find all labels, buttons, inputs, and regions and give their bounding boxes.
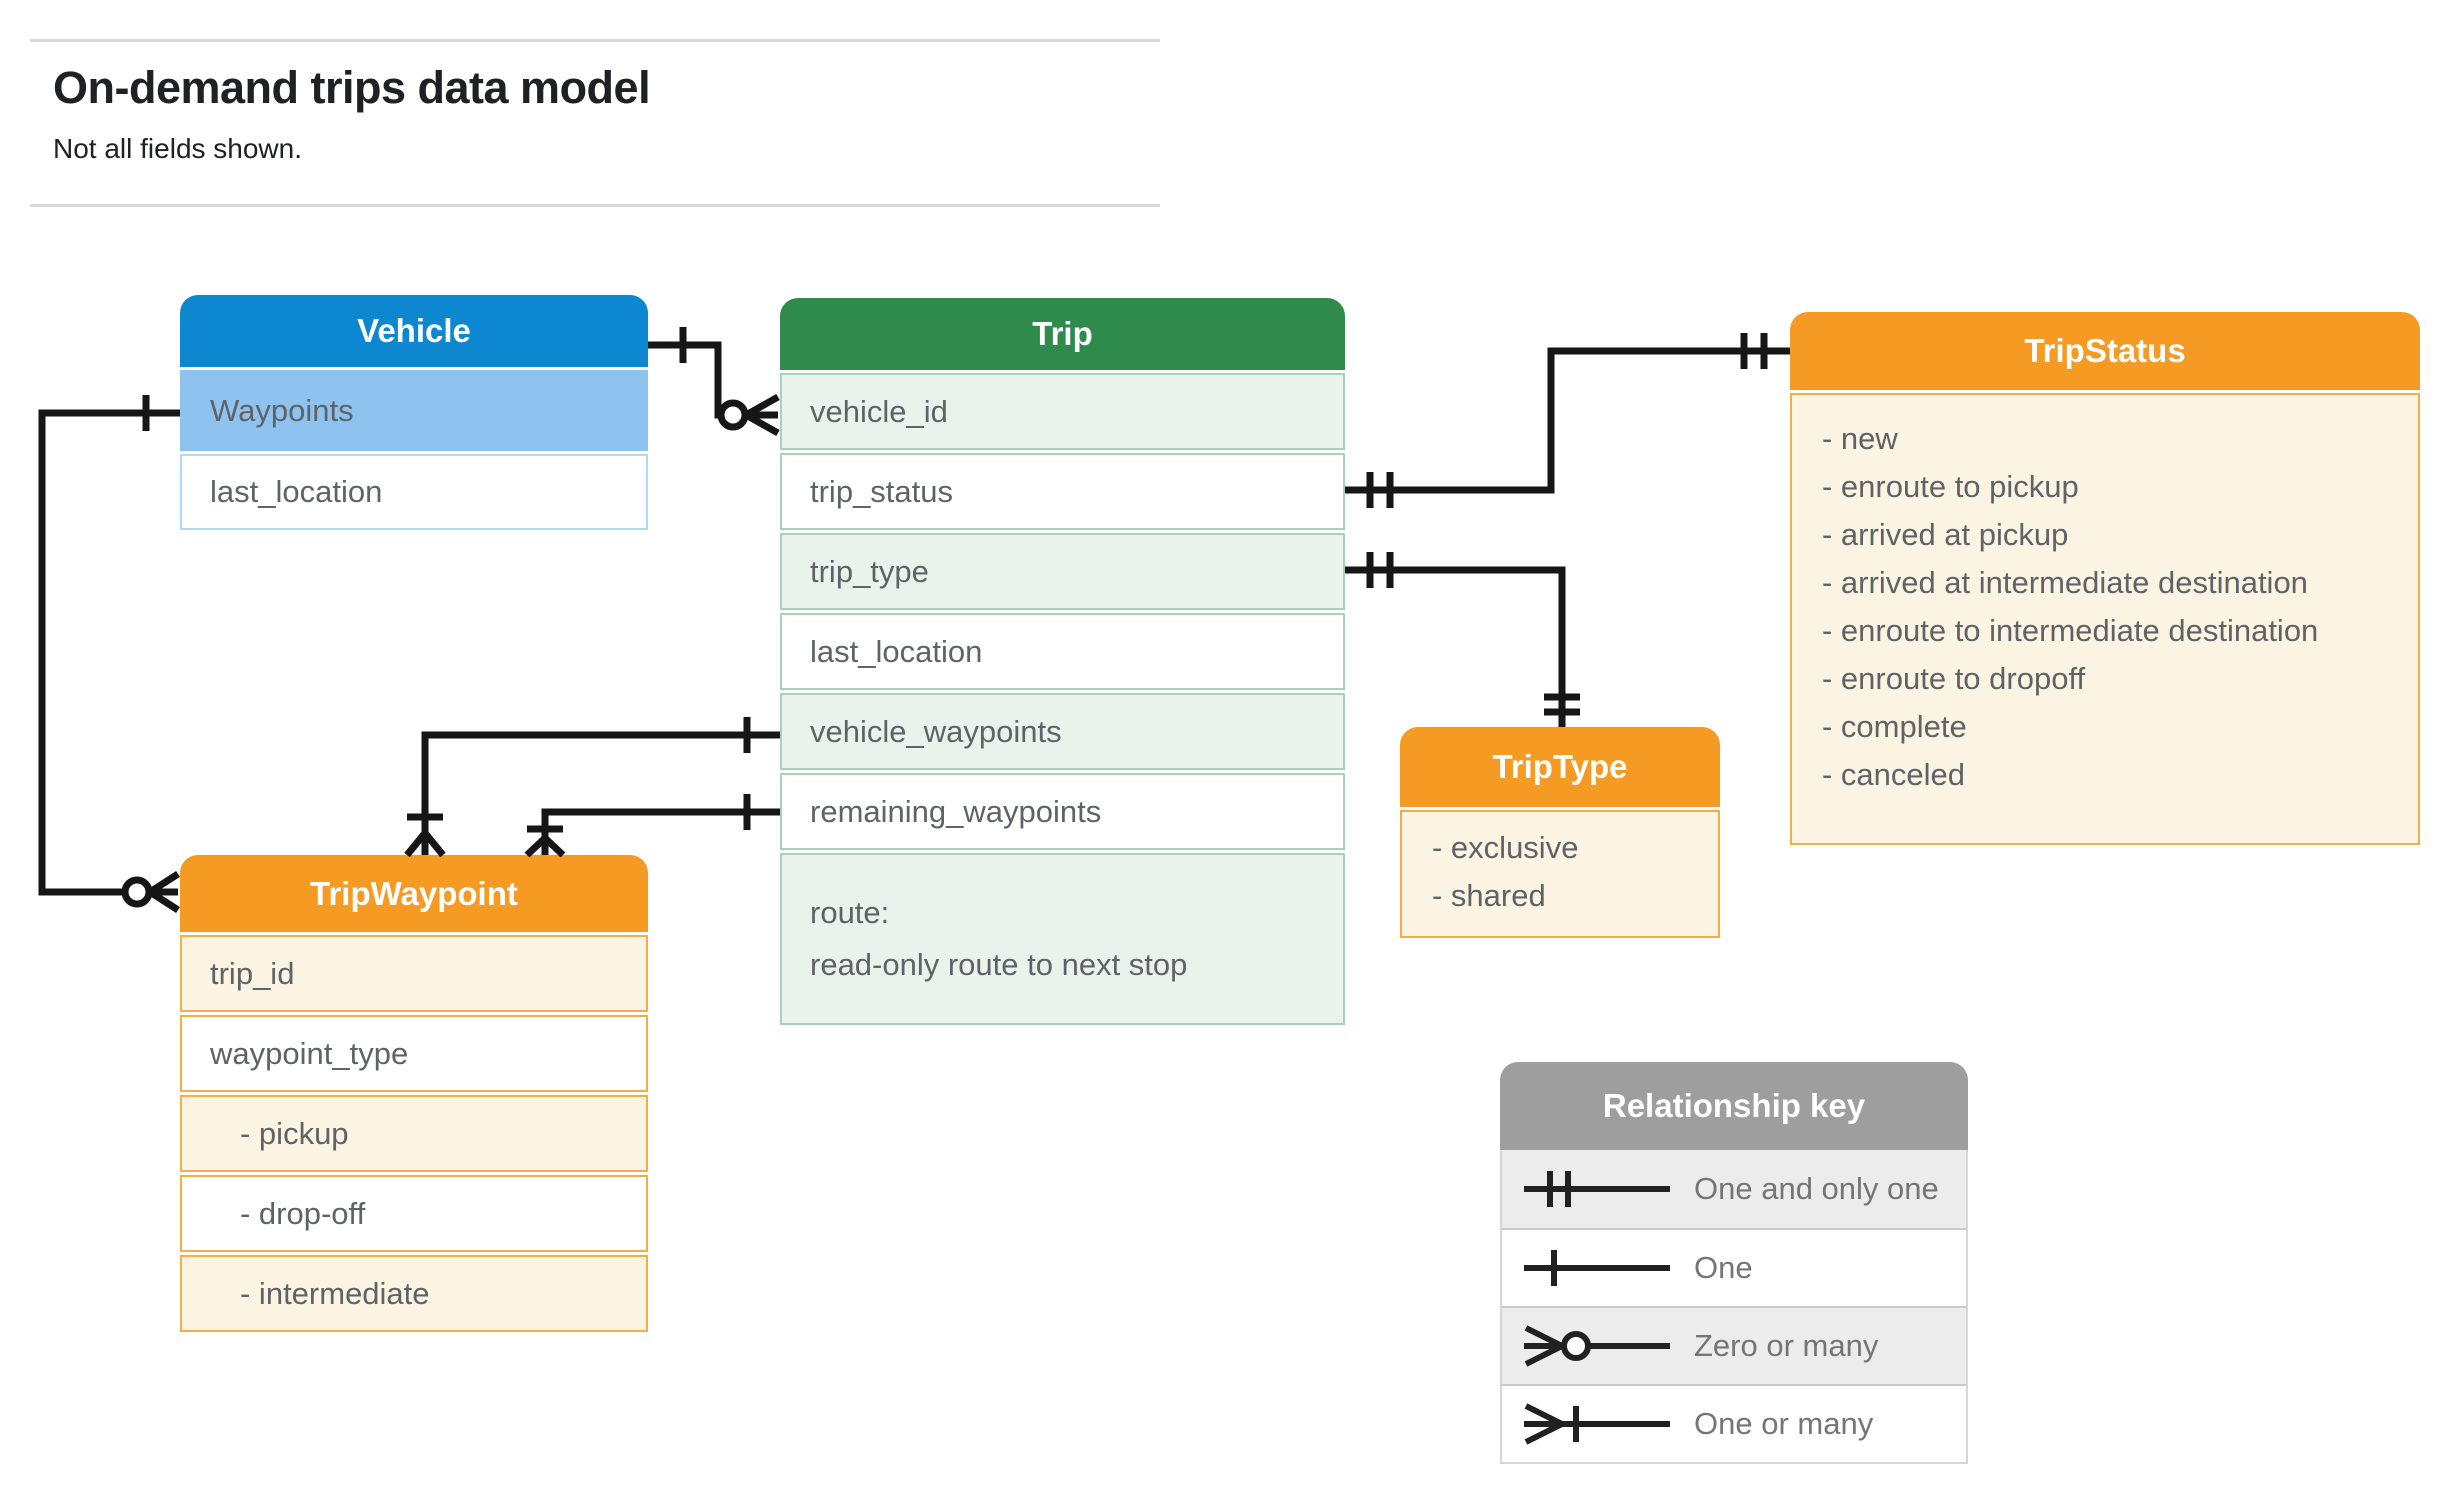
zero-or-many-icon — [1524, 1325, 1670, 1367]
field-description: read-only route to next stop — [810, 947, 1188, 982]
field-label: last_location — [210, 474, 383, 509]
enum-value: - drop-off — [240, 1195, 366, 1231]
divider-bottom — [30, 204, 1160, 207]
connector-vehicle-to-trip — [648, 327, 780, 437]
tripstatus-values: - new - enroute to pickup - arrived at p… — [1790, 393, 2420, 845]
legend-row-one-and-only-one: One and only one — [1502, 1150, 1966, 1228]
connector-vehicle-waypoints-to-tripwaypoint — [38, 395, 180, 913]
field-label: trip_id — [210, 955, 295, 991]
enum-value: - intermediate — [240, 1275, 430, 1311]
field-label: waypoint_type — [210, 1035, 409, 1071]
tripwaypoint-value-drop-off: - drop-off — [180, 1175, 648, 1252]
enum-value: - new — [1822, 421, 1898, 456]
field-label: vehicle_id — [810, 393, 948, 429]
entity-tripstatus: TripStatus - new - enroute to pickup - a… — [1790, 312, 2420, 845]
divider-top — [30, 39, 1160, 42]
legend-label: Zero or many — [1694, 1328, 1879, 1363]
entity-vehicle-title: Vehicle — [180, 295, 648, 367]
trip-field-remaining-waypoints: remaining_waypoints — [780, 773, 1345, 850]
entity-tripstatus-title: TripStatus — [1790, 312, 2420, 390]
tripwaypoint-value-intermediate: - intermediate — [180, 1255, 648, 1332]
enum-value: - enroute to intermediate destination — [1822, 613, 2319, 648]
entity-triptype: TripType - exclusive - shared — [1400, 727, 1720, 938]
enum-value: - pickup — [240, 1115, 349, 1151]
field-label: route: — [810, 895, 890, 930]
legend-label: One and only one — [1694, 1171, 1939, 1206]
tripwaypoint-value-pickup: - pickup — [180, 1095, 648, 1172]
entity-tripwaypoint: TripWaypoint trip_id waypoint_type - pic… — [180, 855, 648, 1332]
enum-value: - canceled — [1822, 757, 1966, 792]
one-or-many-icon — [1524, 1403, 1670, 1445]
entity-trip: Trip vehicle_id trip_status trip_type la… — [780, 298, 1345, 1025]
trip-field-last-location: last_location — [780, 613, 1345, 690]
field-label: Waypoints — [210, 392, 354, 428]
relationship-key-title: Relationship key — [1500, 1062, 1968, 1150]
entity-trip-title: Trip — [780, 298, 1345, 370]
triptype-values: - exclusive - shared — [1400, 810, 1720, 938]
field-label: trip_type — [810, 553, 929, 589]
relationship-key-body: One and only one One Zero or many On — [1500, 1150, 1968, 1464]
enum-value: - enroute to pickup — [1822, 469, 2079, 504]
enum-value: - arrived at pickup — [1822, 517, 2069, 552]
trip-field-route: route: read-only route to next stop — [780, 853, 1345, 1025]
enum-value: - arrived at intermediate destination — [1822, 565, 2308, 600]
entity-vehicle: Vehicle Waypoints last_location — [180, 295, 648, 530]
legend-label: One — [1694, 1250, 1753, 1285]
legend-row-zero-or-many: Zero or many — [1502, 1306, 1966, 1384]
trip-field-vehicle-id: vehicle_id — [780, 373, 1345, 450]
field-label: vehicle_waypoints — [810, 713, 1062, 749]
legend-label: One or many — [1694, 1406, 1874, 1441]
enum-value: - complete — [1822, 709, 1967, 744]
enum-value: - enroute to dropoff — [1822, 661, 2086, 696]
field-label: trip_status — [810, 473, 954, 509]
entity-tripwaypoint-title: TripWaypoint — [180, 855, 648, 932]
tripwaypoint-field-waypoint-type: waypoint_type — [180, 1015, 648, 1092]
enum-value: - exclusive — [1432, 830, 1579, 865]
page-title: On-demand trips data model — [53, 62, 651, 113]
one-and-only-one-icon — [1524, 1171, 1670, 1207]
tripwaypoint-field-trip-id: trip_id — [180, 935, 648, 1012]
trip-field-trip-type: trip_type — [780, 533, 1345, 610]
field-label: last_location — [810, 633, 983, 669]
vehicle-field-last-location: last_location — [180, 454, 648, 530]
legend-row-one-or-many: One or many — [1502, 1384, 1966, 1462]
entity-triptype-title: TripType — [1400, 727, 1720, 807]
connector-vehicle-waypoints-field-to-tripwaypoint — [404, 717, 780, 858]
trip-field-trip-status: trip_status — [780, 453, 1345, 530]
field-label: remaining_waypoints — [810, 793, 1102, 829]
connector-trip-status-to-tripstatus — [1345, 333, 1790, 508]
relationship-key: Relationship key One and only one One — [1500, 1062, 1968, 1464]
connector-remaining-waypoints-to-tripwaypoint — [524, 794, 780, 858]
page-subtitle: Not all fields shown. — [53, 133, 303, 164]
trip-field-vehicle-waypoints: vehicle_waypoints — [780, 693, 1345, 770]
connector-trip-type-to-triptype — [1345, 552, 1580, 727]
legend-row-one: One — [1502, 1228, 1966, 1306]
vehicle-field-waypoints: Waypoints — [180, 370, 648, 451]
one-icon — [1524, 1250, 1670, 1286]
enum-value: - shared — [1432, 878, 1546, 913]
